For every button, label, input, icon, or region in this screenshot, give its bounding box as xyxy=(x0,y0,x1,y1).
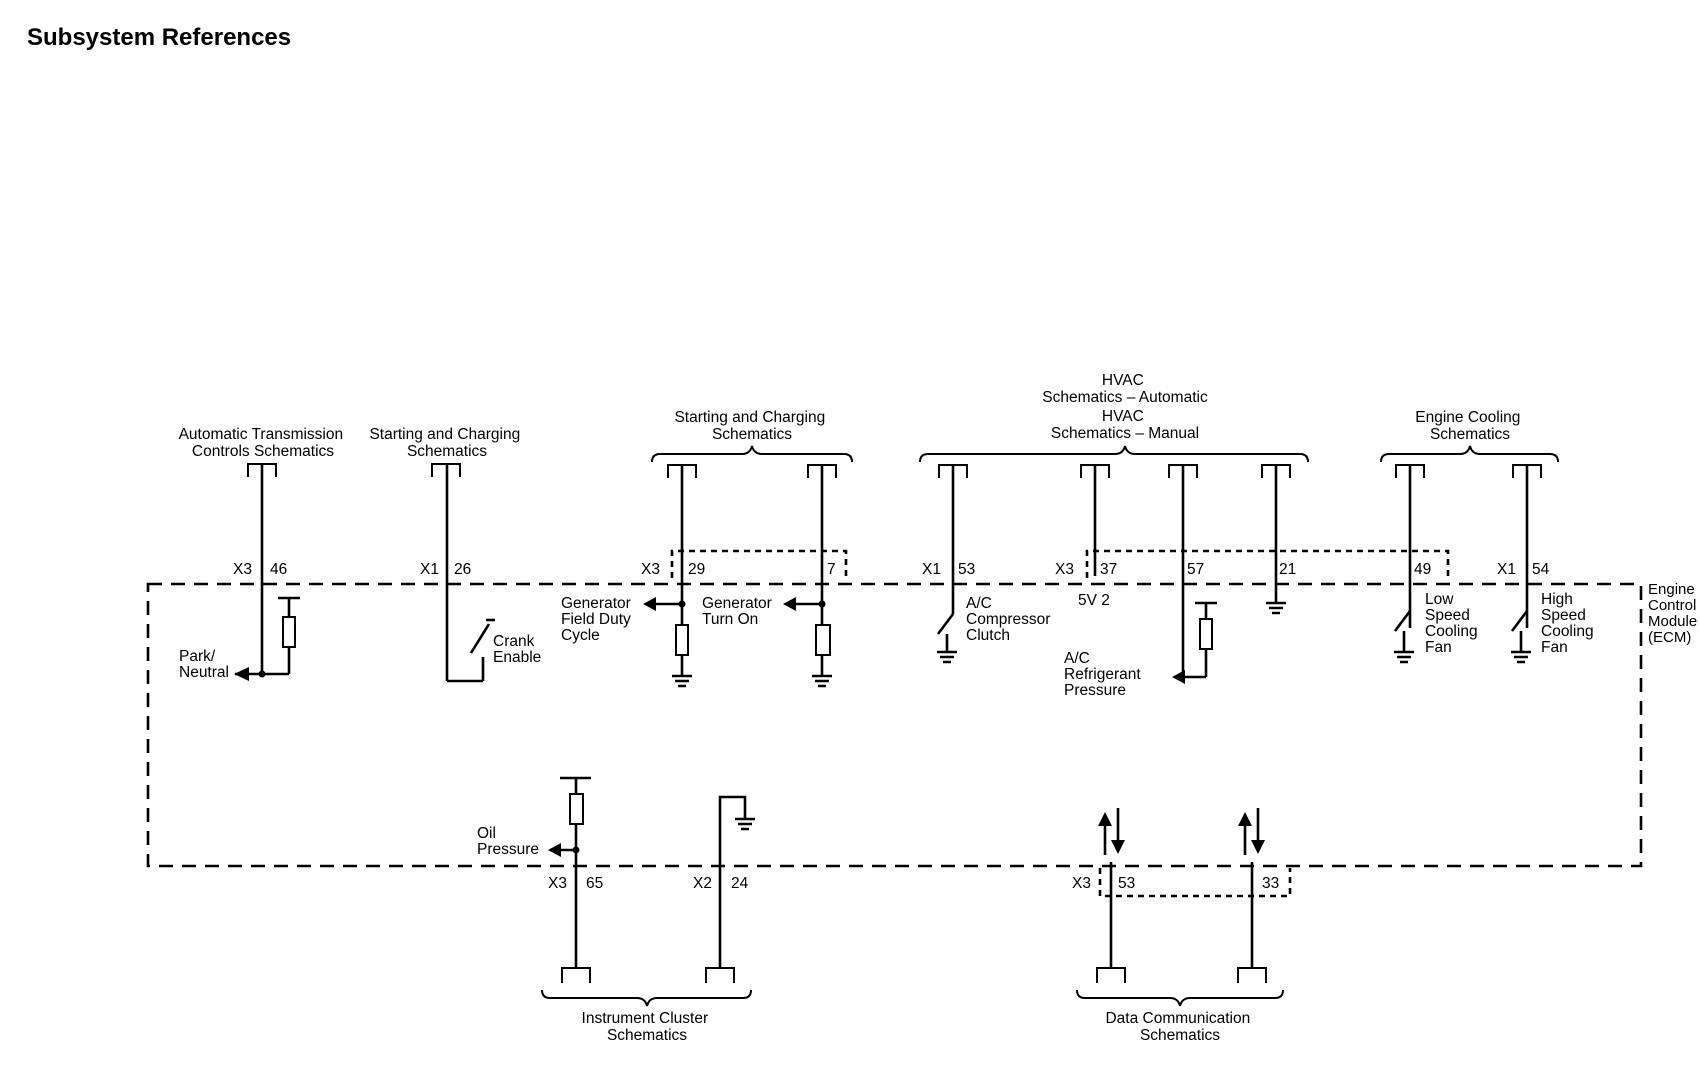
connector-dc-2 xyxy=(1237,967,1267,983)
brace-engine-cooling xyxy=(1380,445,1559,463)
brace-data-comm xyxy=(1076,989,1284,1007)
ref-hvac-auto[interactable]: HVAC Schematics – Automatic xyxy=(1042,372,1208,406)
connector-ic-1 xyxy=(561,967,591,983)
ground-21 xyxy=(1266,601,1286,615)
ecm-boundary xyxy=(146,582,1643,868)
label-5v2: 5V 2 xyxy=(1078,592,1110,609)
connector-dc-1 xyxy=(1096,967,1126,983)
page-title: Subsystem References xyxy=(27,24,292,51)
conn-7: 7 xyxy=(827,561,836,578)
conn-33: 33 xyxy=(1262,875,1279,892)
svg-text:Park/Neutral: Park/Neutral xyxy=(179,648,229,681)
conn-21: 21 xyxy=(1279,561,1296,578)
ref-auto-trans[interactable]: Automatic Transmission Controls Schemati… xyxy=(179,426,348,460)
ref-data-comm[interactable]: Data Communication Schematics xyxy=(1105,1010,1254,1044)
ref-start-charge-1[interactable]: Starting and Charging Schematics xyxy=(369,426,524,460)
connector-group-x3-hvac xyxy=(1085,549,1450,578)
ref-start-charge-2[interactable]: Starting and Charging Schematics xyxy=(674,409,829,443)
brace-hvac xyxy=(919,445,1309,463)
conn-49: 49 xyxy=(1414,561,1431,578)
brace-instrument-cluster xyxy=(541,989,752,1007)
ref-engine-cooling[interactable]: Engine Cooling Schematics xyxy=(1415,409,1524,443)
connector-group-x3-start xyxy=(670,549,848,578)
circuit-ground-x2-24 xyxy=(718,795,755,968)
connector-ic-2 xyxy=(705,967,735,983)
ref-hvac-manual[interactable]: HVAC Schematics – Manual xyxy=(1051,408,1199,442)
circuit-park-neutral: Park/Neutral xyxy=(179,596,300,681)
conn-57: 57 xyxy=(1187,561,1204,578)
ecm-label: Engine Control Module (ECM) xyxy=(1648,581,1700,646)
circuit-data-comm xyxy=(1098,808,1265,968)
connector-group-x3-data xyxy=(1098,868,1292,898)
ref-instrument-cluster[interactable]: Instrument Cluster Schematics xyxy=(582,1010,713,1044)
brace-start-charge xyxy=(651,445,853,463)
